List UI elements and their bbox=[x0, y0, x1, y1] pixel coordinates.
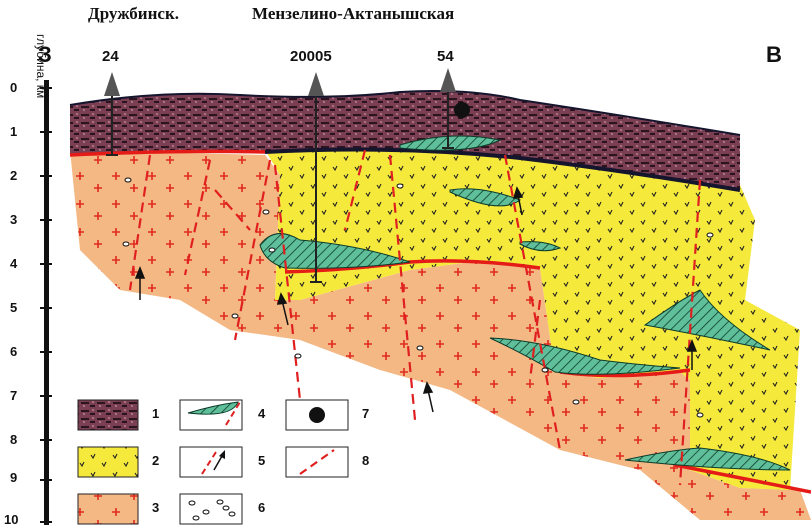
depth-axis-bar bbox=[44, 80, 49, 525]
legend-num-2: 2 bbox=[152, 453, 159, 468]
legend-5-fault-arrow bbox=[180, 447, 242, 477]
legend-3-granite bbox=[78, 494, 138, 524]
legend-num-6: 6 bbox=[258, 500, 265, 515]
legend bbox=[78, 400, 348, 524]
legend-2-volcanic bbox=[78, 447, 138, 477]
legend-num-4: 4 bbox=[258, 406, 265, 421]
legend-num-1: 1 bbox=[152, 406, 159, 421]
legend-1-sediment bbox=[78, 400, 138, 430]
legend-num-3: 3 bbox=[152, 500, 159, 515]
legend-num-8: 8 bbox=[362, 453, 369, 468]
legend-num-7: 7 bbox=[362, 406, 369, 421]
legend-6-ovals bbox=[180, 494, 242, 524]
legend-num-5: 5 bbox=[258, 453, 265, 468]
